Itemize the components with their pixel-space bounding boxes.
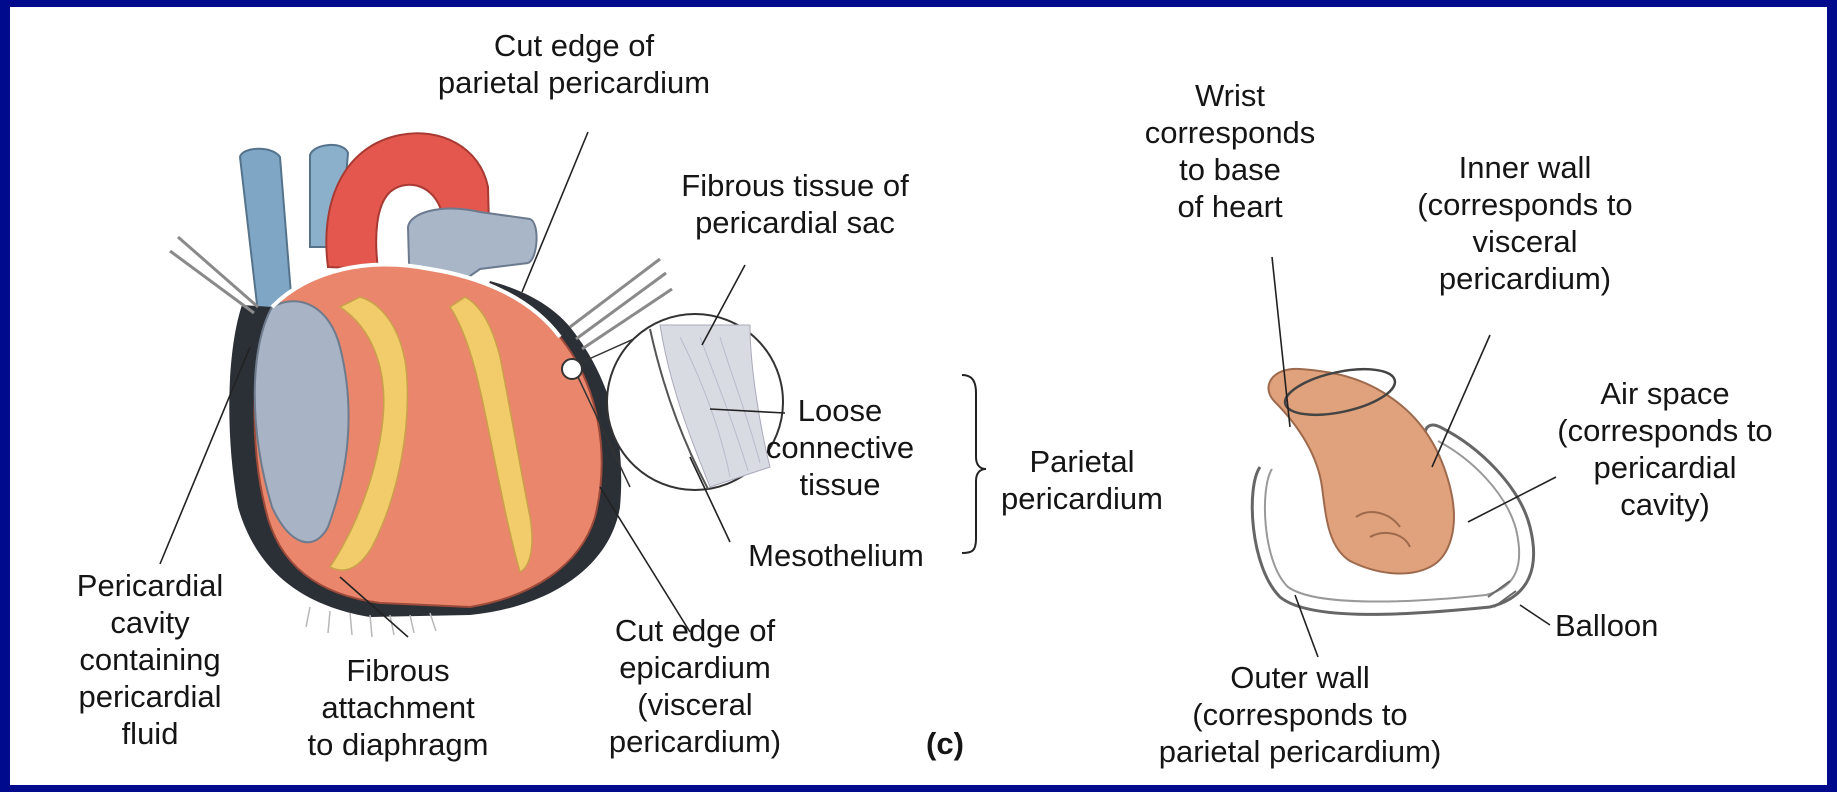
- label-air-space: Air space (corresponds to pericardial ca…: [1530, 375, 1800, 523]
- label-loose-connective: Loose connective tissue: [745, 392, 935, 503]
- label-fibrous-tissue: Fibrous tissue of pericardial sac: [650, 167, 940, 241]
- superior-vena-cava: [240, 149, 292, 313]
- leader-cut-edge-epicardium: [600, 487, 690, 632]
- label-cut-edge-parietal: Cut edge of parietal pericardium: [394, 27, 754, 101]
- magnify-marker: [562, 359, 582, 379]
- label-parietal-pericardium: Parietal pericardium: [982, 443, 1182, 517]
- heart-illustration: [170, 133, 672, 637]
- label-panel-letter: (c): [915, 725, 975, 762]
- label-inner-wall: Inner wall (corresponds to visceral peri…: [1390, 149, 1660, 297]
- label-pericardial-cavity: Pericardial cavity containing pericardia…: [50, 567, 250, 752]
- label-cut-edge-epicardium: Cut edge of epicardium (visceral pericar…: [570, 612, 820, 760]
- label-outer-wall: Outer wall (corresponds to parietal peri…: [1130, 659, 1470, 770]
- label-mesothelium: Mesothelium: [716, 537, 956, 574]
- label-balloon: Balloon: [1555, 607, 1715, 644]
- leader-cut-edge-parietal: [522, 132, 588, 292]
- retractor-left: [170, 237, 258, 313]
- label-wrist: Wrist corresponds to base of heart: [1125, 77, 1335, 225]
- fist: [1268, 369, 1453, 574]
- leader-balloon: [1520, 605, 1550, 625]
- leader-inner-wall: [1432, 335, 1490, 467]
- fist-balloon-illustration: [1252, 361, 1533, 615]
- leader-outer-wall: [1295, 595, 1318, 657]
- label-fibrous-attachment: Fibrous attachment to diaphragm: [278, 652, 518, 763]
- diagram-panel: Cut edge of parietal pericardium Fibrous…: [10, 7, 1827, 785]
